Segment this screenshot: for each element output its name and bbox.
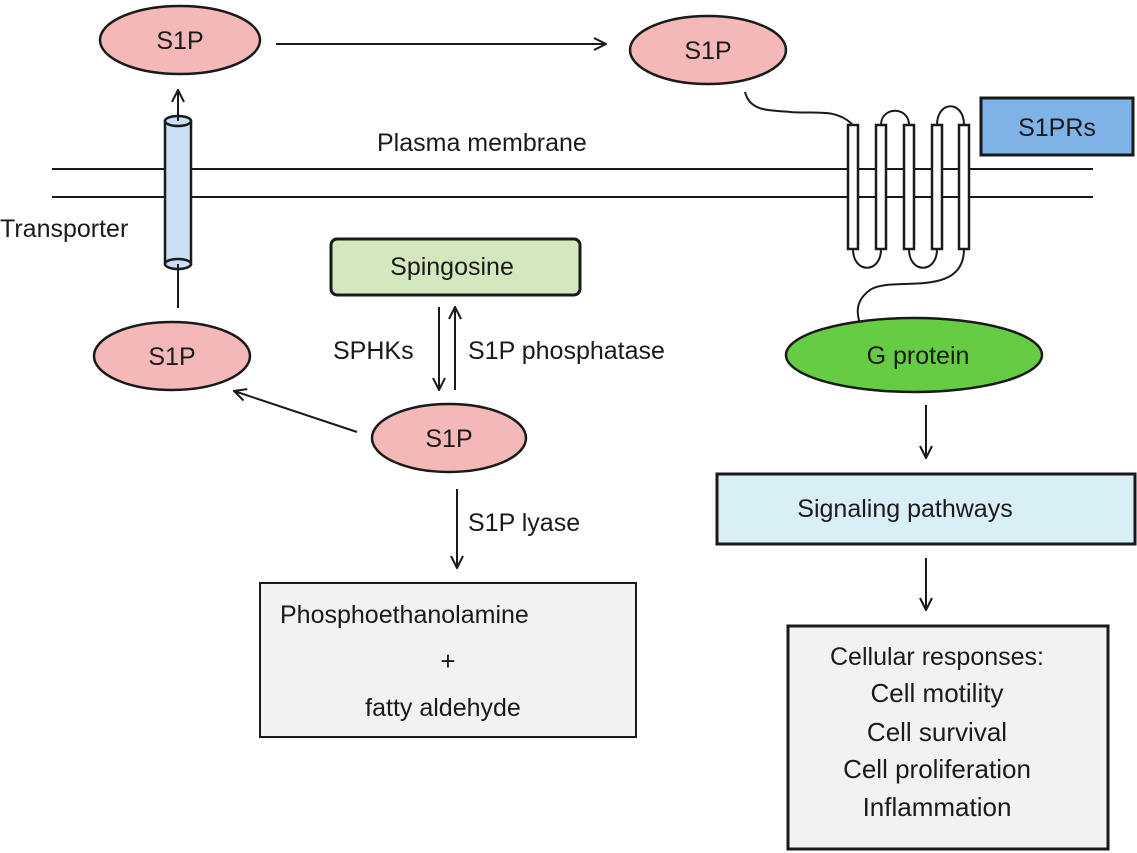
sphks-label: SPHKs [333, 337, 414, 365]
products-plus: + [440, 646, 455, 676]
response-item: Cell survival [867, 717, 1007, 747]
phosphatase-label: S1P phosphatase [468, 337, 665, 365]
s1p-node-top-right [628, 14, 788, 86]
receptor-n-terminus [744, 91, 853, 125]
s1p-label-center: S1P [425, 425, 472, 453]
g-protein-node [784, 316, 1044, 394]
products-box [259, 582, 637, 738]
sphingosine-label: Spingosine [390, 253, 514, 281]
lyase-label: S1P lyase [468, 509, 580, 537]
s1p-receptor [846, 105, 971, 331]
g-protein-label: G protein [867, 342, 970, 370]
s1p-label-top-right: S1P [684, 37, 731, 65]
s1prs-box [979, 96, 1135, 157]
sphingosine-box [329, 237, 582, 297]
s1prs-label: S1PRs [1018, 114, 1096, 142]
transporter-channel [163, 114, 193, 271]
s1p-label-top-left: S1P [156, 27, 203, 55]
transporter-label: Transporter [0, 215, 128, 243]
signaling-label: Signaling pathways [797, 495, 1012, 523]
s1p-label-left: S1P [148, 343, 195, 371]
response-item: Inflammation [863, 792, 1012, 822]
s1p-node-center [370, 402, 528, 474]
products-line2: fatty aldehyde [365, 694, 521, 722]
to-transport-arrow [234, 391, 358, 433]
signaling-box [715, 472, 1137, 546]
response-item: Cell proliferation [843, 754, 1031, 784]
products-line1: Phosphoethanolamine [280, 601, 529, 629]
responses-heading: Cellular responses: [830, 643, 1044, 671]
response-item: Cell motility [871, 678, 1004, 708]
s1p-node-top-left [98, 4, 262, 76]
responses-box [786, 624, 1110, 851]
membrane-label: Plasma membrane [377, 129, 587, 157]
s1p-node-left [92, 320, 252, 392]
